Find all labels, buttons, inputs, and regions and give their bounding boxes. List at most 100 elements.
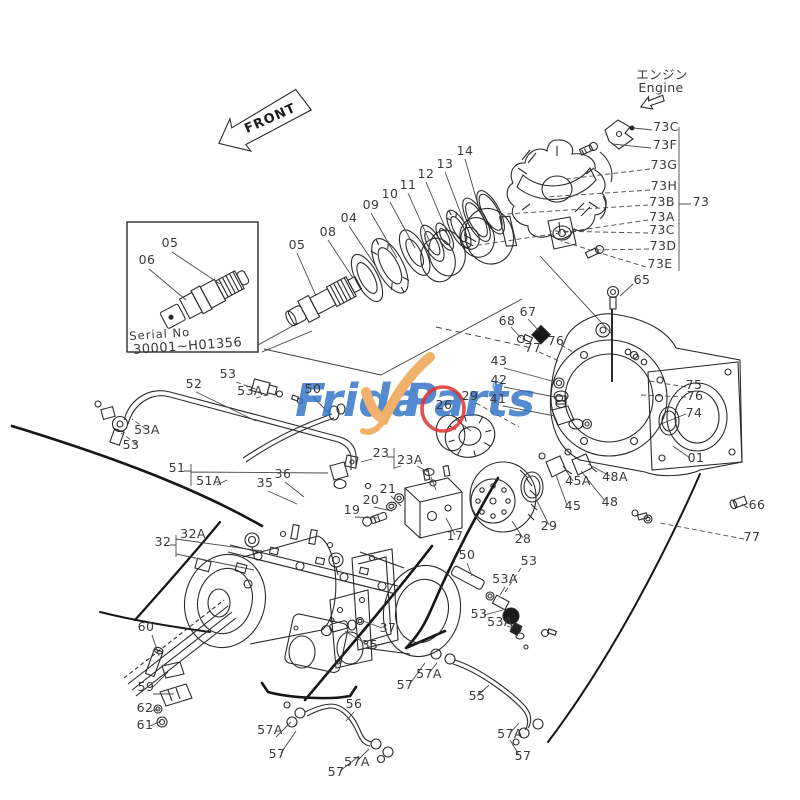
part-label-73E: 73E: [647, 256, 672, 271]
part-label-12: 12: [418, 166, 435, 181]
part-label-51A: 51A: [196, 473, 222, 488]
part-label-41: 41: [490, 391, 507, 406]
part-label-10: 10: [382, 186, 399, 201]
part-label-57A: 57A: [257, 722, 283, 737]
part-label-05: 05: [289, 237, 306, 252]
part-label-68: 68: [499, 313, 516, 328]
part-label-26: 26: [436, 397, 453, 412]
part-label-55: 55: [469, 688, 486, 703]
part-label-65: 65: [634, 272, 651, 287]
part-label-28: 28: [515, 531, 532, 546]
part-label-75: 75: [686, 377, 703, 392]
part-label-48: 48: [602, 494, 619, 509]
part-label-73C: 73C: [649, 222, 675, 237]
part-label-29: 29: [462, 388, 479, 403]
part-label-73H: 73H: [651, 178, 678, 193]
part-label-53: 53: [220, 366, 237, 381]
part-label-23A: 23A: [397, 452, 423, 467]
serial-inset-box: Serial No 30001~H01356: [126, 221, 259, 358]
part-label-29: 29: [541, 518, 558, 533]
part-label-48A: 48A: [602, 469, 628, 484]
part-label-23: 23: [373, 445, 390, 460]
part-label-53A: 53A: [134, 422, 160, 437]
part-label-50: 50: [459, 547, 476, 562]
part-label-73C: 73C: [653, 119, 679, 134]
part-label-04: 04: [341, 210, 358, 225]
part-label-14: 14: [457, 143, 474, 158]
part-label-09: 09: [363, 197, 380, 212]
part-label-05: 05: [162, 235, 179, 250]
part-label-73B: 73B: [649, 194, 675, 209]
part-label-20: 20: [363, 492, 380, 507]
rail-and-clamps: [123, 599, 237, 728]
part-label-53A: 53A: [487, 614, 513, 629]
part-label-53A: 53A: [492, 571, 518, 586]
part-label-57A: 57A: [344, 754, 370, 769]
part-label-77: 77: [744, 529, 761, 544]
part-label-57: 57: [328, 764, 345, 779]
registered-mark: [492, 381, 502, 391]
part-callouts: エンジンEngine73C73F73G73H73B73A73C73D73E736…: [123, 67, 766, 779]
part-label-56: 56: [346, 696, 363, 711]
part-label-76: 76: [687, 388, 704, 403]
part-label-32A: 32A: [180, 526, 206, 541]
part-label-57A: 57A: [497, 726, 523, 741]
part-label-76: 76: [548, 333, 565, 348]
front-banner: FRONT: [218, 88, 313, 152]
coupling-bolt: [584, 244, 604, 259]
part-label-61: 61: [137, 717, 154, 732]
leader-lines-solid: [148, 127, 749, 772]
shaft-assembly: [285, 190, 505, 327]
pipes-and-sensors: [94, 378, 558, 764]
part-label-21: 21: [380, 481, 397, 496]
part-label-36: 36: [275, 466, 292, 481]
group-bracket-73: [678, 127, 691, 271]
serial-label: Serial No: [129, 325, 191, 343]
part-label-06: 06: [139, 252, 156, 267]
part-label-62: 62: [137, 700, 154, 715]
part-label-19: 19: [344, 502, 361, 517]
part-label-57: 57: [269, 746, 286, 761]
part-label-53: 53: [123, 437, 140, 452]
small-fittings-41-42-43: [551, 377, 593, 430]
part-label-66: 66: [749, 497, 766, 512]
part-label-73F: 73F: [653, 137, 677, 152]
inset-shaft-part: [159, 270, 250, 329]
part-label-11: 11: [400, 177, 417, 192]
part-label-73A: 73A: [649, 209, 675, 224]
part-label-53: 53: [521, 553, 538, 568]
part-label-67: 67: [520, 304, 537, 319]
part-label-45: 45: [565, 498, 582, 513]
part-label-57A: 57A: [416, 666, 442, 681]
leader-lines-dashed: [120, 168, 745, 593]
watermark-check-tail: [360, 416, 387, 435]
part-label-73G: 73G: [651, 157, 678, 172]
construction-lines: [10, 255, 701, 743]
part-label-43: 43: [491, 353, 508, 368]
part-label-73: 73: [693, 194, 710, 209]
part-label-59: 59: [138, 679, 155, 694]
pump-housing: [516, 285, 748, 524]
part-label-50: 50: [305, 381, 322, 396]
engine-arrow-icon: [639, 94, 665, 110]
part-label-45A: 45A: [565, 473, 591, 488]
watermark: Frida Parts: [295, 352, 535, 435]
part-label-77: 77: [525, 340, 542, 355]
part-label-37: 37: [380, 620, 397, 635]
part-label-51: 51: [169, 460, 186, 475]
coupling-bolt: [578, 141, 598, 156]
highlight-circle-26: [420, 385, 466, 433]
part-label-74: 74: [686, 405, 703, 420]
part-label-52: 52: [186, 376, 203, 391]
part-label-13: 13: [437, 156, 454, 171]
coupling-assembly: [420, 119, 635, 283]
part-label-57: 57: [515, 748, 532, 763]
valve-block-17: [344, 454, 463, 539]
part-label-60: 60: [138, 619, 155, 634]
part-label-73D: 73D: [650, 238, 677, 253]
part-label-01: 01: [688, 450, 705, 465]
part-label-35: 35: [257, 475, 274, 490]
part-label-53: 53: [471, 606, 488, 621]
